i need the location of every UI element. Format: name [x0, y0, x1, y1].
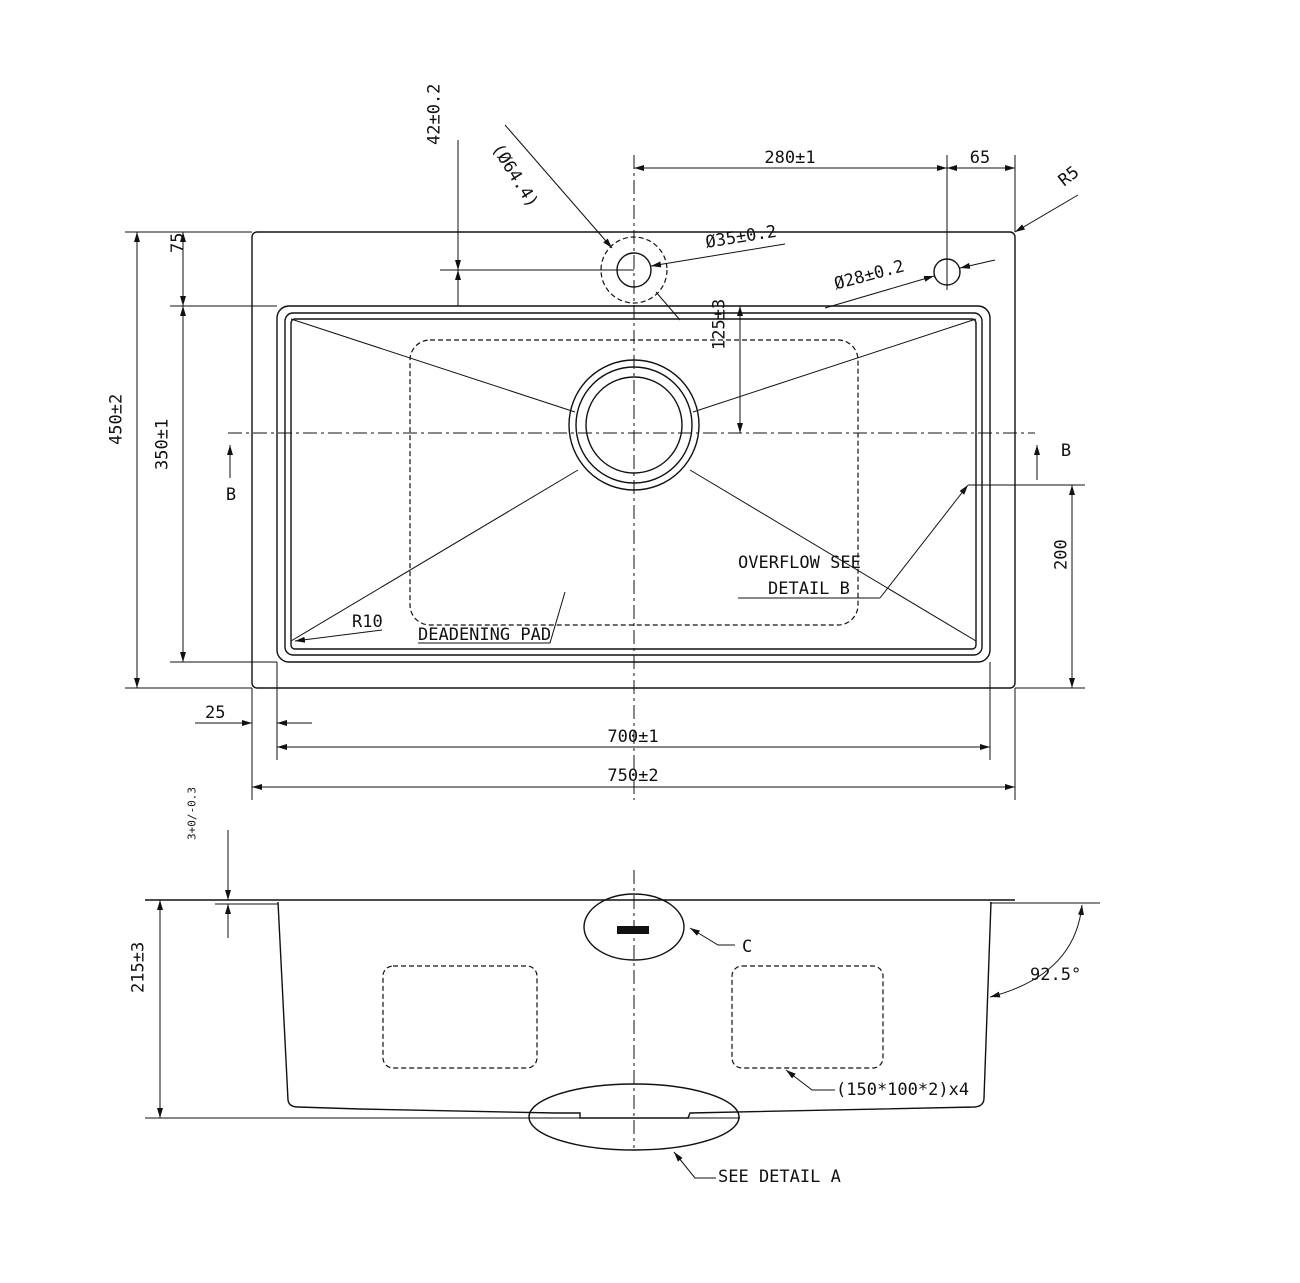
dim-125: 125±3	[709, 299, 729, 350]
detail-c-circle	[583, 893, 685, 961]
overflow-detail-label: DETAIL B	[768, 579, 850, 599]
pad-size-label: (150*100*2)x4	[836, 1080, 969, 1100]
dim-r5: R5	[1055, 162, 1083, 190]
dim-thickness: 3+0/-0.3	[186, 787, 199, 840]
dim-r10: R10	[352, 612, 383, 632]
dim-65: 65	[970, 148, 990, 168]
detail-c-label: C	[742, 937, 752, 957]
top-view: 280±1 65 42±0.2 (Ø64.4) Ø35±0.2 Ø28±0.2 …	[106, 84, 1085, 800]
detail-a-ellipse	[528, 1083, 740, 1151]
dim-25: 25	[205, 703, 225, 723]
dim-42: 42±0.2	[424, 84, 444, 145]
dim-dia-28: Ø28±0.2	[832, 256, 906, 294]
dim-200: 200	[1052, 539, 1072, 570]
overflow-slot	[617, 926, 649, 934]
bowl-profile	[277, 901, 992, 1119]
dim-angle: 92.5°	[1030, 965, 1081, 985]
dim-215: 215±3	[128, 942, 148, 993]
dim-dia-64: (Ø64.4)	[487, 140, 542, 211]
dim-350: 350±1	[152, 419, 172, 470]
dim-280: 280±1	[764, 148, 815, 168]
dim-750: 750±2	[607, 766, 658, 786]
deadening-pad-label: DEADENING PAD	[418, 625, 551, 645]
dim-450: 450±2	[106, 394, 126, 445]
overflow-label: OVERFLOW SEE	[738, 553, 861, 573]
dim-dia-35: Ø35±0.2	[704, 222, 778, 253]
section-marker-left: B	[226, 485, 236, 505]
pad-right	[731, 965, 884, 1069]
side-view: 215±3 3+0/-0.3 C (150*100*2)x4 92.5° SEE…	[128, 787, 1100, 1187]
see-detail-a-label: SEE DETAIL A	[718, 1167, 841, 1187]
dim-700: 700±1	[607, 727, 658, 747]
section-marker-right: B	[1061, 441, 1071, 461]
dim-75: 75	[168, 233, 188, 253]
pad-left	[382, 965, 538, 1069]
